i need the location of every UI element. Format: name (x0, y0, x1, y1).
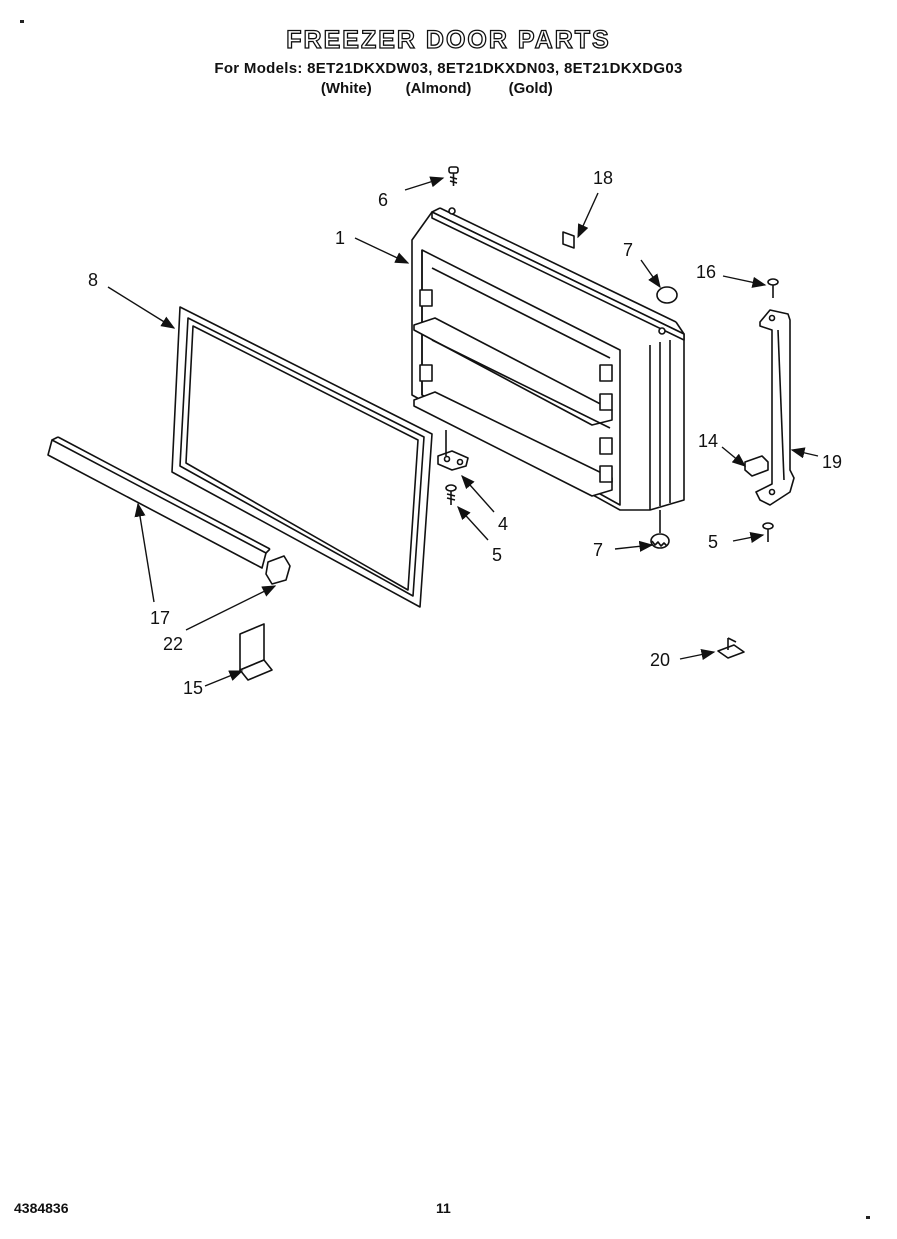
callout-5-left: 5 (492, 545, 502, 565)
callout-8: 8 (88, 270, 98, 290)
page-title: FREEZER DOOR PARTS (286, 25, 611, 54)
corner-mark-bottom (866, 1216, 870, 1219)
handle-part (755, 309, 795, 506)
callout-18: 18 (593, 168, 613, 188)
screw-bracket-part (445, 484, 457, 505)
callout-7-bottom: 7 (593, 540, 603, 560)
leader-lines (107, 176, 819, 687)
clip-part (239, 623, 273, 681)
screw-top-part (448, 166, 459, 186)
callout-4: 4 (498, 514, 508, 534)
screw-handle-top-part (767, 278, 779, 298)
trim-strip-part (47, 436, 271, 569)
callout-1: 1 (335, 228, 345, 248)
document-number: 4384836 (14, 1200, 69, 1216)
corner-mark-top (20, 20, 24, 23)
callout-15: 15 (183, 678, 203, 698)
cap-bottom-part (650, 510, 670, 549)
door-liner-part (411, 207, 685, 511)
color-gold: (Gold) (508, 80, 553, 97)
callout-22: 22 (163, 634, 183, 654)
end-cap-part (265, 555, 291, 585)
callout-20: 20 (650, 650, 670, 670)
handle-spacer-part (744, 455, 769, 477)
callout-6: 6 (378, 190, 388, 210)
label-part (562, 231, 575, 249)
callout-5-right: 5 (708, 532, 718, 552)
callout-19: 19 (822, 452, 842, 472)
color-legend: (White) (Almond) (Gold) (0, 80, 897, 97)
callout-16: 16 (696, 262, 716, 282)
models-line: For Models: 8ET21DKXDW03, 8ET21DKXDN03, … (214, 60, 683, 77)
door-gasket-part (171, 306, 433, 608)
cap-top-part (656, 286, 678, 304)
page-number: 11 (436, 1200, 451, 1216)
hinge-bracket-part (437, 430, 469, 471)
callout-14: 14 (698, 431, 718, 451)
door-stop-part (717, 637, 745, 659)
color-white: (White) (320, 80, 372, 97)
callout-7-top: 7 (623, 240, 633, 260)
screw-handle-bottom-part (762, 522, 774, 542)
color-almond: (Almond) (405, 80, 472, 97)
callout-17: 17 (150, 608, 170, 628)
